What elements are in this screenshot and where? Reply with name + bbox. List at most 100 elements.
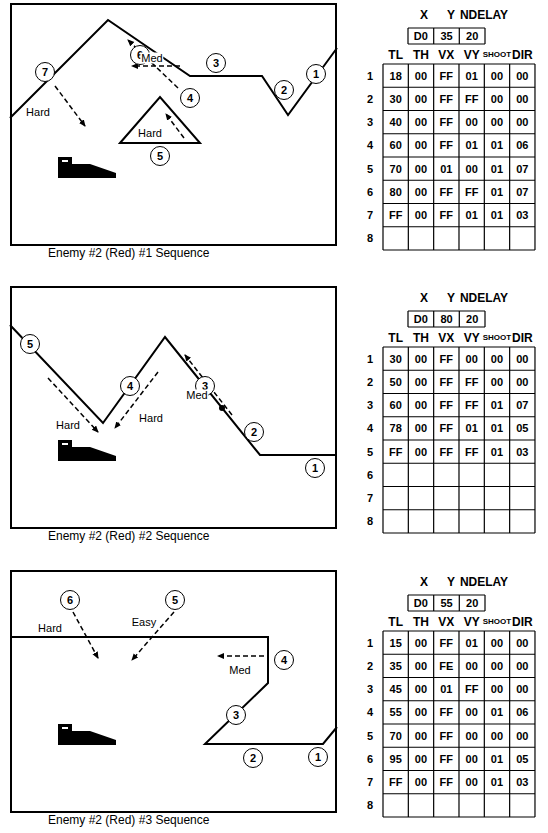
screen-panel: Enemy #2 (Red) #2 Sequence12345 — [10, 286, 337, 529]
table-cell: 07 — [516, 400, 528, 411]
callout-number: 7 — [42, 67, 48, 78]
row-number: 1 — [367, 353, 373, 364]
grid-line — [407, 311, 408, 327]
table-cell: FF — [440, 707, 453, 718]
row-number: 4 — [367, 423, 373, 434]
table-cell: FF — [465, 446, 478, 457]
table-cell: 18 — [390, 70, 402, 81]
callout-circle: 1 — [306, 64, 326, 84]
difficulty-label: Med — [228, 665, 251, 676]
table-cell: 70 — [390, 730, 402, 741]
row-number: 6 — [367, 186, 373, 197]
row-number: 8 — [367, 800, 373, 811]
callout-number: 1 — [313, 69, 319, 80]
grid-line — [383, 393, 535, 394]
table-cell: 00 — [516, 70, 528, 81]
table-cell: FF — [389, 210, 402, 221]
table-cell: 70 — [390, 163, 402, 174]
table-cell: 00 — [466, 117, 478, 128]
table-cell: 06 — [516, 707, 528, 718]
row-number: 6 — [367, 469, 373, 480]
path-line — [10, 20, 337, 118]
grid-line — [433, 595, 434, 611]
table-cell: 01 — [491, 753, 503, 764]
table-cell: 60 — [390, 400, 402, 411]
table-cell: 80 — [390, 186, 402, 197]
row-number: 7 — [367, 777, 373, 788]
grid-line — [383, 203, 535, 204]
table-cell: 00 — [491, 117, 503, 128]
table-cell: 45 — [390, 684, 402, 695]
table-cell: 95 — [390, 753, 402, 764]
panel-caption: Enemy #2 (Red) #3 Sequence — [48, 813, 209, 827]
table-cell: 00 — [466, 660, 478, 671]
grid-line — [433, 28, 434, 44]
column-header: SHOOT — [483, 51, 511, 59]
column-header: VX — [438, 332, 454, 344]
column-header: SHOOT — [483, 618, 511, 626]
table-cell: D0 — [414, 31, 428, 42]
shot-arrow — [166, 114, 184, 138]
table-cell: 35 — [390, 660, 402, 671]
grid-line — [408, 43, 485, 44]
shot-arrow — [55, 86, 85, 126]
table-cell: 30 — [390, 93, 402, 104]
table-cell: FF — [440, 186, 453, 197]
shot-arrow — [128, 40, 178, 88]
table-header: NDELAY — [460, 292, 508, 304]
table-cell: 00 — [415, 660, 427, 671]
column-header: VY — [464, 332, 480, 344]
grid-line — [408, 310, 485, 311]
difficulty-label: Easy — [131, 617, 157, 628]
table-cell: 00 — [415, 140, 427, 151]
screen-panel: Enemy #2 (Red) #1 Sequence1234567 — [10, 3, 337, 246]
table-cell: 01 — [466, 637, 478, 648]
row-number: 5 — [367, 730, 373, 741]
grid-line — [484, 311, 485, 327]
table-cell: 07 — [516, 186, 528, 197]
table-cell: 03 — [516, 446, 528, 457]
grid-line — [407, 595, 408, 611]
grid-line — [383, 793, 535, 794]
table-cell: 00 — [466, 753, 478, 764]
grid-line — [383, 486, 535, 487]
grid-line — [459, 595, 460, 611]
screen-panel: Enemy #2 (Red) #3 Sequence123456 — [10, 570, 337, 813]
grid-line — [408, 27, 485, 28]
table-cell: 30 — [390, 353, 402, 364]
grid-line — [408, 594, 485, 595]
table-cell: FF — [440, 117, 453, 128]
callout-circle: 4 — [120, 376, 140, 396]
grid-line — [484, 595, 485, 611]
callout-number: 6 — [67, 595, 73, 606]
table-cell: FF — [465, 186, 478, 197]
table-cell: D0 — [414, 314, 428, 325]
table-cell: 03 — [516, 777, 528, 788]
table-cell: 00 — [491, 353, 503, 364]
table-cell: FF — [440, 353, 453, 364]
row-number: 8 — [367, 233, 373, 244]
table-cell: 80 — [440, 314, 452, 325]
table-header: X — [420, 576, 428, 588]
row-number: 2 — [367, 376, 373, 387]
difficulty-label: Hard — [55, 420, 81, 431]
table-cell: 03 — [516, 210, 528, 221]
callout-number: 3 — [233, 710, 239, 721]
table-cell: 00 — [491, 660, 503, 671]
path-line — [10, 325, 337, 455]
table-cell: 35 — [440, 31, 452, 42]
callout-circle: 1 — [308, 747, 328, 767]
grid-line — [383, 747, 535, 748]
table-cell: 01 — [440, 163, 452, 174]
table-cell: FF — [440, 730, 453, 741]
table-cell: 40 — [390, 117, 402, 128]
row-number: 7 — [367, 493, 373, 504]
column-header: TH — [413, 49, 429, 61]
grid-line — [383, 463, 535, 464]
grid-line — [383, 677, 535, 678]
table-cell: D0 — [414, 598, 428, 609]
shot-arrow — [73, 612, 98, 658]
grid-line — [383, 816, 535, 817]
column-header: VY — [464, 616, 480, 628]
table-cell: 01 — [491, 400, 503, 411]
